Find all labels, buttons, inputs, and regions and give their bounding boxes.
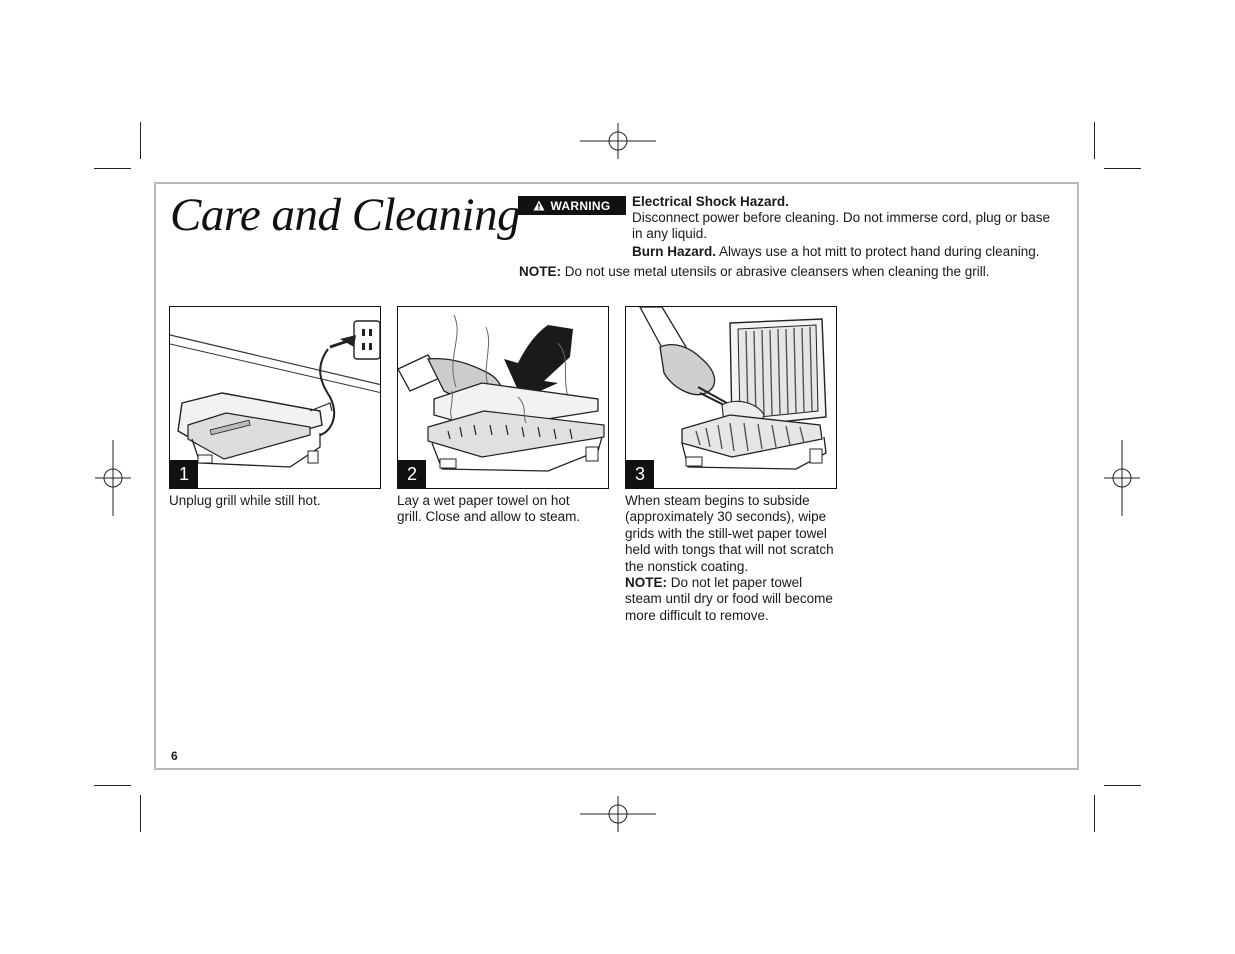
crop-mark	[140, 122, 141, 159]
page-panel	[154, 182, 1079, 770]
page-title: Care and Cleaning	[170, 189, 521, 241]
crop-mark	[1104, 168, 1141, 169]
wipe-grids-drawing	[639, 307, 827, 470]
crop-mark	[1104, 785, 1141, 786]
crop-mark	[94, 168, 131, 169]
crosshair-icon	[1104, 440, 1140, 516]
crop-mark	[140, 795, 141, 832]
page-number: 6	[171, 749, 178, 763]
step-2-illustration: 2	[397, 306, 609, 489]
cleaning-note: NOTE: Do not use metal utensils or abras…	[519, 264, 990, 280]
step-number: 3	[626, 460, 654, 488]
step-3-illustration: 3	[625, 306, 837, 489]
crop-mark	[1094, 795, 1095, 832]
step-number: 2	[398, 460, 426, 488]
warning-badge: WARNING	[518, 196, 626, 215]
step-3-note-text: Do not let paper towel steam until dry o…	[625, 575, 833, 623]
burn-hazard-heading: Burn Hazard.	[632, 244, 717, 259]
burn-hazard-text: Always use a hot mitt to protect hand du…	[719, 244, 1040, 259]
step-1-illustration: 1	[169, 306, 381, 489]
step-2-caption: Lay a wet paper towel on hot grill. Clos…	[397, 493, 581, 525]
step-number: 1	[170, 460, 198, 488]
step-3-caption: When steam begins to subside (approximat…	[625, 493, 834, 574]
step-3-caption-block: When steam begins to subside (approximat…	[625, 493, 839, 624]
crop-mark	[94, 785, 131, 786]
warning-badge-label: WARNING	[550, 198, 611, 213]
step-1-caption: Unplug grill while still hot.	[169, 493, 321, 508]
step-3-note-label: NOTE:	[625, 575, 667, 591]
crop-mark	[1094, 122, 1095, 159]
steam-towel-drawing	[398, 314, 605, 472]
cleaning-note-text: Do not use metal utensils or abrasive cl…	[564, 264, 990, 279]
shock-hazard-text: Disconnect power before cleaning. Do not…	[632, 210, 1050, 241]
crosshair-icon	[580, 123, 656, 159]
unplug-grill-drawing	[170, 320, 380, 468]
warning-triangle-icon	[533, 200, 545, 211]
crosshair-icon	[580, 796, 656, 832]
shock-hazard-heading: Electrical Shock Hazard.	[632, 194, 789, 209]
cleaning-note-label: NOTE:	[519, 264, 561, 279]
crosshair-icon	[95, 440, 131, 516]
burn-hazard: Burn Hazard. Always use a hot mitt to pr…	[632, 244, 1072, 260]
